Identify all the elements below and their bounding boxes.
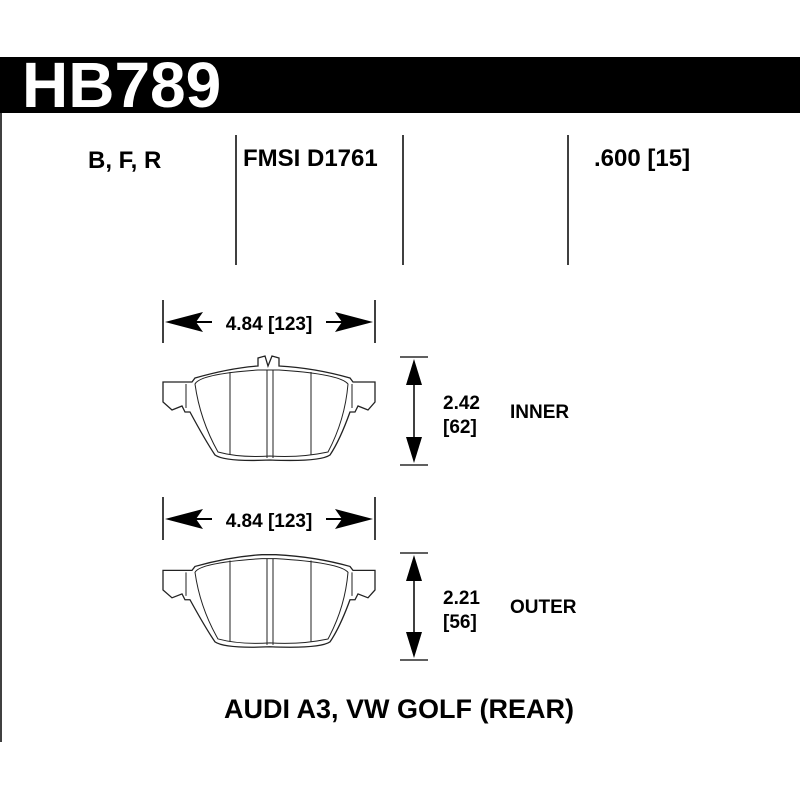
inner-pad-drawing	[162, 355, 376, 462]
arrow-right-icon	[335, 312, 373, 332]
thickness-text: .600 [15]	[594, 145, 690, 172]
positions-text: B, F, R	[88, 147, 161, 174]
arrow-right-icon	[335, 509, 373, 529]
inner-height-in: 2.42	[443, 393, 480, 414]
outer-label: OUTER	[510, 597, 577, 618]
fmsi-text: FMSI D1761	[243, 145, 378, 172]
arrow-down-icon	[406, 632, 422, 658]
arrow-left-icon	[165, 312, 203, 332]
inner-label: INNER	[510, 402, 569, 423]
inner-height-mm: [62]	[443, 417, 477, 438]
inner-width-label: 4.84 [123]	[226, 314, 313, 335]
part-number: HB789	[22, 49, 221, 121]
outer-height-in: 2.21	[443, 588, 480, 609]
inner-pad-width-dimension: 4.84 [123]	[162, 300, 376, 343]
outer-pad-height-dimension: 2.21 [56] OUTER	[400, 552, 577, 661]
inner-pad-height-dimension: 2.42 [62] INNER	[400, 356, 569, 466]
outer-pad-width-dimension: 4.84 [123]	[162, 497, 376, 540]
arrow-down-icon	[406, 437, 422, 463]
outer-width-label: 4.84 [123]	[226, 511, 313, 532]
arrow-left-icon	[165, 509, 203, 529]
header-bar	[0, 57, 800, 113]
arrow-up-icon	[406, 555, 422, 581]
outer-height-mm: [56]	[443, 612, 477, 633]
arrow-up-icon	[406, 359, 422, 385]
application-text: AUDI A3, VW GOLF (REAR)	[224, 694, 574, 724]
outer-pad-drawing	[162, 554, 376, 648]
